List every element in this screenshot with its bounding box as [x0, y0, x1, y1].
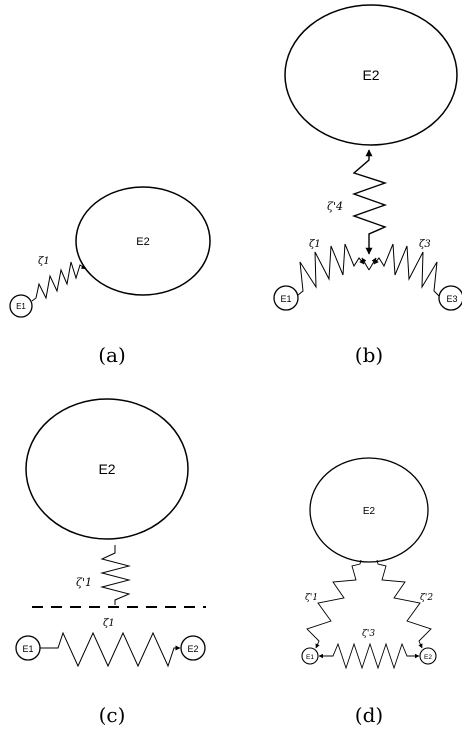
panel-b: E2 ζ'4 E1 E3 ζ1 ζ3 (b)	[273, 4, 462, 367]
panel-a-e2-label: E2	[136, 236, 149, 248]
panel-d-e2-small-label: E2	[424, 654, 432, 661]
panel-b-caption: (b)	[355, 343, 383, 367]
panel-d-caption: (d)	[355, 703, 383, 727]
panel-d-e2-small-node	[419, 647, 437, 665]
panel-b-junction-arrow	[368, 257, 377, 271]
panel-b-vertical-spring-label: ζ'4	[327, 200, 343, 213]
panel-b-e1-label: E1	[280, 294, 291, 304]
panel-b-left-spring	[297, 243, 365, 296]
panel-b-left-spring-label: ζ1	[309, 239, 321, 250]
panel-b-e2-node	[284, 4, 458, 146]
panel-a-e2-node	[75, 186, 211, 296]
panel-c-vertical-spring-label: ζ'1	[76, 576, 92, 589]
panel-c-e2-node	[25, 398, 189, 540]
panel-b-e3-label: E3	[446, 294, 457, 304]
panel-c-horizontal-spring-label: ζ1	[103, 618, 115, 629]
panel-d-e2-label: E2	[363, 506, 376, 517]
panel-c-e2-small-node	[180, 635, 206, 661]
panel-b-right-spring-label: ζ3	[419, 239, 431, 250]
panel-b-e3-node	[438, 285, 462, 311]
panel-b-vertical-spring	[351, 149, 388, 255]
panel-b-e1-node	[273, 285, 299, 311]
panel-a-spring-label: ζ1	[38, 256, 50, 267]
panel-a-caption: (a)	[98, 343, 126, 367]
panel-a-spring	[31, 261, 87, 302]
panel-c-e1-label: E1	[22, 644, 33, 654]
panel-c-e2-label: E2	[98, 461, 115, 477]
panel-c-horizontal-spring	[40, 631, 181, 668]
panel-d-e1-label: E1	[306, 654, 314, 661]
panel-b-junction-arrow	[361, 257, 370, 271]
panel-d-bottom-spring-label: ζ'3	[362, 629, 375, 639]
panel-a-e1-label: E1	[16, 302, 26, 311]
panel-d-bottom-spring	[318, 642, 420, 670]
panel-a-e1-node	[9, 294, 33, 318]
panel-c-vertical-spring	[100, 545, 131, 605]
panel-d-left-spring-label: ζ'1	[305, 593, 318, 603]
panel-d: E2 E1 E2 ζ'1 ζ'2 ζ'3 (d)	[301, 457, 437, 727]
panel-d-e1-node	[301, 647, 319, 665]
panel-b-e2-label: E2	[362, 67, 379, 83]
panel-b-right-spring	[373, 243, 440, 297]
panel-c: E2 ζ'1 E1 E2 ζ1 (c)	[15, 398, 206, 727]
panel-c-caption: (c)	[99, 703, 126, 727]
panel-d-right-spring	[376, 559, 432, 649]
panel-a: E2 E1 ζ1 (a)	[9, 186, 211, 367]
panel-d-e2-node	[309, 457, 429, 563]
panel-d-right-spring-label: ζ'2	[420, 593, 433, 603]
panel-d-left-spring	[306, 559, 362, 649]
panel-c-e2-small-label: E2	[187, 644, 198, 654]
